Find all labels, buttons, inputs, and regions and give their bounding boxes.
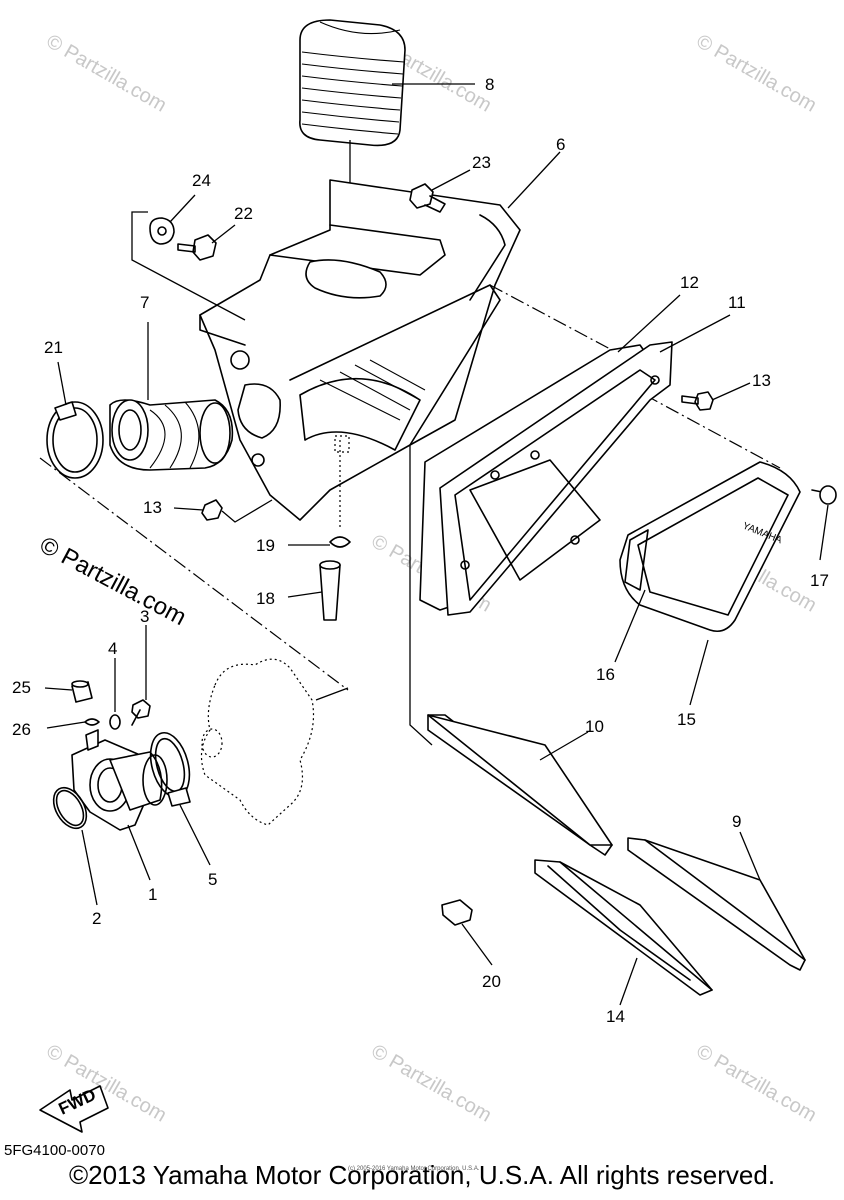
guide-line <box>39 457 349 691</box>
callout-11: 11 <box>728 293 746 312</box>
bracket-22-24 <box>131 211 246 321</box>
leader-12 <box>617 294 681 353</box>
leader-14 <box>619 957 638 1006</box>
callout-26: 26 <box>12 720 31 739</box>
part-23-bolt <box>409 183 446 213</box>
callout-15: 15 <box>677 710 696 729</box>
callout-8: 8 <box>485 75 494 94</box>
leader-20 <box>461 923 493 966</box>
leader-9 <box>739 831 761 881</box>
callout-25: 25 <box>12 678 31 697</box>
leader-24 <box>169 194 196 223</box>
watermark: © Partzilla.com <box>693 1040 821 1126</box>
carburetor-outline <box>200 658 315 826</box>
part-24-nut <box>149 217 175 245</box>
leader-10 <box>539 731 589 761</box>
leader-2 <box>81 829 98 906</box>
callout-13-lower: 13 <box>143 498 162 517</box>
callout-22: 22 <box>234 204 253 223</box>
leader-6 <box>507 151 561 209</box>
watermark: © Partzilla.com <box>43 30 171 116</box>
callout-23: 23 <box>472 153 491 172</box>
callout-24: 24 <box>192 171 211 190</box>
leader-23 <box>431 169 471 191</box>
guide-line <box>644 394 781 469</box>
callout-16: 16 <box>596 665 615 684</box>
guide-line <box>315 687 349 701</box>
part-7-intake-joint <box>109 399 234 471</box>
part-2-o-ring <box>52 786 88 830</box>
part-13-bolt-lower <box>201 499 223 521</box>
leader-15 <box>689 639 709 706</box>
part-10-filter-element <box>427 714 613 856</box>
bracket-13a <box>221 499 273 523</box>
part-4-washer <box>109 714 121 730</box>
callout-7: 7 <box>140 293 149 312</box>
part-18-drain-pipe <box>319 560 341 621</box>
diagram-code: 5FG4100-0070 <box>4 1142 105 1159</box>
part-20-block <box>441 899 473 926</box>
callouts: 8 6 23 24 22 7 21 12 11 13 13 17 19 18 1… <box>12 75 829 1026</box>
tiny-copyright: (c) 2005-2016 Yamaha Motor Corporation, … <box>348 1166 480 1172</box>
leader-22 <box>211 224 236 244</box>
leader-13a <box>173 507 204 511</box>
callout-10: 10 <box>585 717 604 736</box>
part-14-filter-guide <box>534 859 713 996</box>
guide-line <box>489 284 613 351</box>
leader-21 <box>57 361 67 406</box>
callout-5: 5 <box>208 870 217 889</box>
part-6-air-filter-case <box>199 179 521 521</box>
leader-18 <box>287 591 323 598</box>
watermark: © Partzilla.com <box>368 1040 496 1126</box>
part-15-cover: YAMAHA <box>619 461 801 633</box>
part-21-clamp <box>46 401 104 479</box>
callout-13-upper: 13 <box>752 371 771 390</box>
leader-11 <box>659 314 731 353</box>
leader-26 <box>46 721 86 729</box>
part-11-filter-frame <box>439 341 673 616</box>
callout-6: 6 <box>556 135 565 154</box>
callout-9: 9 <box>732 812 741 831</box>
callout-21: 21 <box>44 338 63 357</box>
part-22-bolt <box>177 234 217 261</box>
copyright-notice: ©2013 Yamaha Motor Corporation, U.S.A. A… <box>68 1160 776 1190</box>
callout-2: 2 <box>92 909 101 928</box>
part-5-clamp <box>149 731 191 807</box>
part-17-screw <box>811 485 837 505</box>
hidden-drain <box>334 435 350 453</box>
leader-1 <box>127 824 151 881</box>
callout-17: 17 <box>810 571 829 590</box>
callout-19: 19 <box>256 536 275 555</box>
leader-25 <box>44 687 73 691</box>
callout-3: 3 <box>140 607 149 626</box>
part-25-sleeve <box>71 680 93 703</box>
watermark: © Partzilla.com <box>693 30 821 116</box>
callout-20: 20 <box>482 972 501 991</box>
leader-5 <box>179 804 211 866</box>
part-26-clip <box>84 718 100 726</box>
part-13-bolt-upper <box>681 391 714 411</box>
callout-14: 14 <box>606 1007 625 1026</box>
callout-18: 18 <box>256 589 275 608</box>
part-8-bellows <box>299 19 406 147</box>
leader-13b <box>711 382 751 401</box>
callout-12: 12 <box>680 273 699 292</box>
fwd-arrow-icon: FWD <box>39 1085 109 1133</box>
part-19-clip <box>329 536 351 548</box>
callout-4: 4 <box>108 639 117 658</box>
leader-17 <box>819 504 829 561</box>
callout-1: 1 <box>148 885 157 904</box>
part-3-screw <box>131 699 151 726</box>
watermark-large: © Partzilla.com <box>35 531 190 631</box>
guide-line <box>409 445 433 746</box>
part-1-manifold <box>71 729 168 831</box>
leader-16 <box>614 589 646 663</box>
part-16-cover-seal <box>624 529 649 591</box>
